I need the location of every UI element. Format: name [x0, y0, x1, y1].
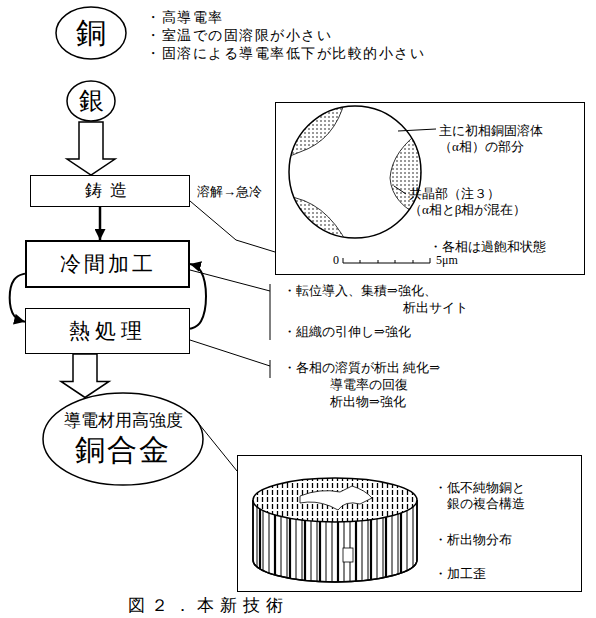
silver-region [300, 486, 372, 510]
node-text: 主に初相銅固溶体 （α相）の部分 [439, 123, 579, 156]
ellipse-shape [56, 7, 126, 59]
scale-bar [343, 258, 430, 263]
callout-box: ・低不純物銅と 銀の複合構造・析出物分布・加工歪 [237, 455, 582, 592]
node-text: ・低不純物銅と 銀の複合構造 [434, 480, 547, 513]
wire-face [253, 478, 417, 522]
note-leader [190, 270, 270, 340]
process-box: 鋳造 [30, 175, 190, 207]
edge-group [10, 122, 275, 471]
pointer-line [394, 129, 436, 194]
process-box: 熱処理 [25, 308, 190, 354]
note-text: ・転位導入、集積⇒強化、 析出サイト [283, 283, 473, 317]
node-text: 銀 [79, 85, 104, 116]
figure-caption: 図２．本新技術 [128, 594, 289, 617]
flow-arrow [61, 354, 109, 397]
node-text: ・析出物分布 [434, 532, 512, 548]
node-text: 共晶部（注３） （α相とβ相が混在） [409, 186, 579, 219]
node-text: 冷間加工 [60, 251, 156, 277]
note-text: ・室温での固溶限が小さい [146, 27, 332, 45]
leader-line [190, 201, 275, 252]
composite-wire-figure [253, 478, 417, 590]
node-text: 5μm [436, 253, 458, 268]
node-text: 導電材用高強度 [64, 410, 183, 431]
wire-face [253, 478, 417, 522]
flow-arrow [67, 122, 115, 175]
note-text: 溶解→急冷 [197, 184, 262, 201]
flow-arrow [99, 207, 102, 240]
ellipse-shape [67, 81, 115, 121]
fiber-gap [343, 548, 353, 562]
flow-arrow [10, 274, 25, 322]
eutectic-region [285, 196, 348, 245]
microstructure-figure [285, 100, 436, 263]
callout-box: 主に初相銅固溶体 （α相）の部分共晶部（注３） （α相とβ相が混在） ・各相は過飽… [275, 102, 585, 275]
material-ellipse: 銀 [66, 80, 116, 122]
note-leader [190, 340, 270, 378]
note-text: ・各相の溶質が析出 純化⇒導電率の回復 析出物⇒強化 [283, 360, 448, 411]
process-box: 冷間加工 [25, 240, 190, 288]
eutectic-region [285, 100, 345, 158]
node-text: 銅合金 [75, 431, 171, 469]
note-text: ・組織の引伸し⇒強化 [283, 324, 411, 341]
node-text: ・加工歪 [434, 566, 486, 582]
product-ellipse: 導電材用高強度銅合金 [42, 392, 204, 486]
node-text: 鋳造 [85, 180, 135, 201]
note-text: ・高導電率 [146, 9, 224, 27]
node-text: 熱処理 [69, 318, 147, 344]
ellipse-shape [43, 393, 203, 485]
node-text: ・各相は過飽和状態 [429, 239, 546, 255]
flow-arrow [190, 264, 206, 329]
note-text: ・固溶による導電率低下が比較的小さい [146, 45, 425, 63]
node-text: 銅 [76, 14, 106, 52]
material-ellipse: 銅 [55, 6, 127, 60]
node-text: 0 [333, 253, 339, 268]
